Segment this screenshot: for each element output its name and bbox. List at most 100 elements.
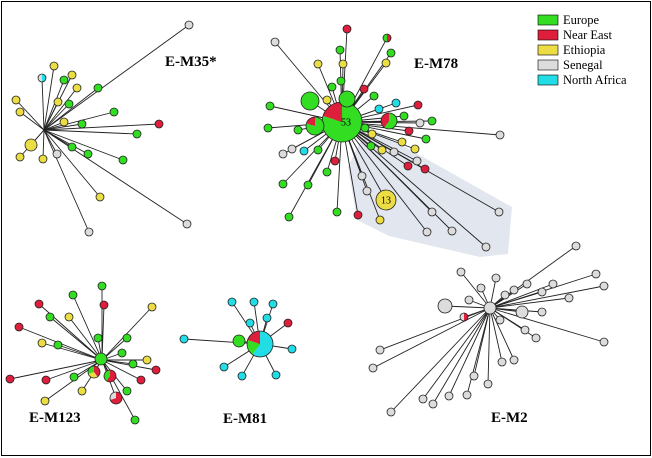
e-m78-node bbox=[284, 212, 294, 222]
e-m35-node bbox=[24, 138, 38, 152]
label-e-m81: E-M81 bbox=[223, 411, 267, 427]
e-m2-node bbox=[537, 307, 547, 317]
e-m81-node bbox=[237, 371, 247, 381]
e-m78-node bbox=[374, 104, 384, 114]
e-m78-node bbox=[305, 116, 325, 136]
e-m78-node bbox=[421, 134, 431, 144]
e-m123-node bbox=[34, 299, 44, 309]
e-m78-node bbox=[335, 45, 345, 55]
e-m35-node bbox=[182, 219, 192, 229]
e-m78-node bbox=[338, 90, 356, 108]
e-m81-node bbox=[179, 334, 189, 344]
e-m78-node bbox=[422, 227, 432, 237]
e-m2-edge bbox=[448, 307, 491, 397]
e-m78-node bbox=[380, 112, 398, 130]
e-m2-node bbox=[531, 333, 541, 343]
e-m35-node bbox=[184, 20, 194, 30]
e-m123-node bbox=[136, 375, 146, 385]
e-m35-edge bbox=[43, 129, 89, 155]
e-m78-node-count: 13 bbox=[381, 196, 391, 207]
e-m2-edge bbox=[487, 307, 491, 385]
legend-swatch-europe bbox=[537, 14, 559, 26]
legend-label-europe: Europe bbox=[563, 13, 600, 27]
legend-swatch-senegal bbox=[537, 59, 559, 71]
e-m78-node bbox=[427, 207, 437, 217]
e-m2-node bbox=[495, 315, 505, 325]
e-m2-node bbox=[599, 337, 609, 347]
e-m81-node bbox=[271, 370, 281, 380]
e-m2-edge bbox=[422, 307, 491, 400]
e-m78-node bbox=[399, 111, 409, 121]
label-e-m123: E-M123 bbox=[29, 410, 81, 426]
e-m78-node bbox=[299, 146, 309, 156]
e-m2-node bbox=[368, 363, 378, 373]
e-m78-node bbox=[293, 125, 303, 135]
e-m35-edge bbox=[43, 87, 99, 131]
e-m78-node bbox=[389, 147, 399, 157]
e-m78-node bbox=[420, 164, 430, 174]
e-m2-edge bbox=[432, 307, 491, 405]
e-m2-node bbox=[591, 269, 601, 279]
e-m35-node bbox=[37, 73, 47, 83]
e-m35-edge bbox=[43, 129, 138, 135]
e-m35-node bbox=[154, 119, 164, 129]
e-m81-node bbox=[246, 330, 274, 358]
shaded-regions bbox=[348, 130, 512, 257]
e-m78-node bbox=[381, 58, 391, 68]
e-m35-edge bbox=[43, 129, 90, 233]
e-m78-node bbox=[367, 129, 377, 139]
network-nodes: 53 13 bbox=[5, 20, 609, 425]
legend-label-near-east: Near East bbox=[563, 28, 612, 42]
e-m35-edge bbox=[43, 65, 55, 131]
e-m35-node bbox=[15, 107, 25, 117]
e-m35-edge bbox=[43, 101, 59, 131]
e-m123-edge bbox=[101, 359, 142, 381]
e-m123-node bbox=[5, 374, 15, 384]
e-m81-node bbox=[219, 362, 229, 372]
e-m2-node bbox=[462, 390, 472, 400]
legend-label-senegal: Senegal bbox=[563, 58, 603, 72]
e-m123-edge bbox=[49, 316, 103, 361]
e-m81-node bbox=[268, 299, 278, 309]
e-m78-node bbox=[338, 59, 348, 69]
e-m78-node bbox=[377, 145, 387, 155]
e-m81-node bbox=[287, 344, 297, 354]
e-m78-node bbox=[481, 242, 491, 252]
e-m78-node bbox=[322, 167, 332, 177]
e-m35-node bbox=[59, 117, 69, 127]
e-m2-edge bbox=[460, 271, 491, 309]
e-m123-edge bbox=[38, 303, 103, 361]
e-m2-node bbox=[428, 399, 438, 409]
e-m35-node bbox=[93, 83, 103, 93]
e-m123-node bbox=[69, 372, 79, 382]
e-m2-node bbox=[459, 312, 469, 322]
e-m35-edge bbox=[43, 129, 101, 198]
e-m123-node bbox=[99, 300, 109, 310]
e-m35-node bbox=[109, 107, 119, 117]
e-m78-node: 53 bbox=[321, 101, 363, 143]
e-m78-node bbox=[300, 91, 320, 111]
e-m81-node bbox=[262, 313, 272, 323]
e-m35-node bbox=[84, 227, 94, 237]
e-m35-node bbox=[83, 149, 93, 159]
e-m2-node bbox=[497, 357, 507, 367]
e-m123-node bbox=[97, 281, 107, 291]
e-m78-node bbox=[386, 48, 396, 58]
e-m35-node bbox=[49, 61, 59, 71]
e-m78-node bbox=[287, 144, 297, 154]
e-m2-node bbox=[537, 287, 547, 297]
e-m81-node bbox=[283, 318, 293, 328]
e-m2-node bbox=[515, 305, 529, 319]
e-m78-node bbox=[403, 161, 413, 171]
e-m2-node bbox=[500, 290, 510, 300]
e-m123-node bbox=[130, 415, 140, 425]
e-m78-node-count: 53 bbox=[341, 118, 351, 129]
e-m123-node bbox=[40, 396, 50, 406]
e-m123-node bbox=[53, 340, 63, 350]
e-m35-node bbox=[67, 70, 77, 80]
e-m123-edge bbox=[72, 294, 103, 361]
e-m35-edge bbox=[42, 129, 45, 160]
e-m78-node bbox=[353, 210, 363, 220]
e-m35-node bbox=[132, 129, 142, 139]
e-m123-edge bbox=[101, 359, 136, 421]
